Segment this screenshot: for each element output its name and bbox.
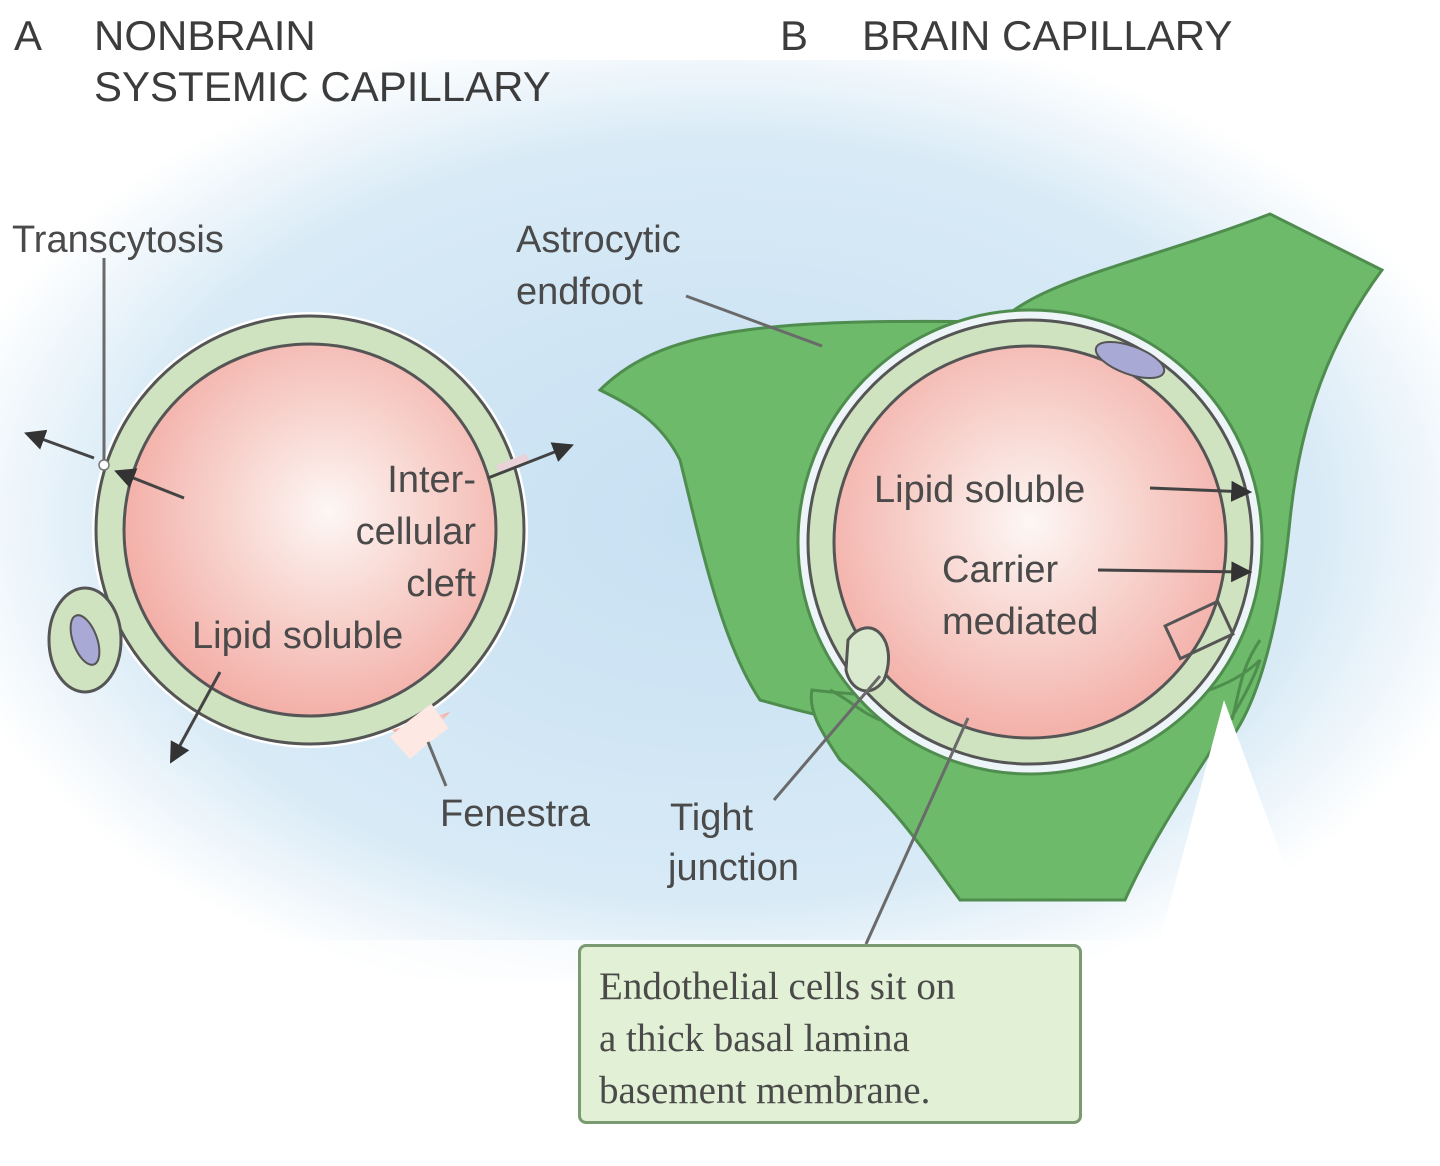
panel-b-letter: B	[780, 12, 808, 59]
tight-junction-label-1: Tight	[670, 797, 754, 839]
intercellular-cleft-label-1: Inter-	[387, 459, 476, 501]
tight-junction-fold	[844, 626, 890, 693]
panel-b-title: BRAIN CAPILLARY	[862, 12, 1232, 59]
astrocytic-endfoot-label-2: endfoot	[516, 271, 643, 313]
carrier-mediated-label-2: mediated	[942, 601, 1098, 643]
carrier-mediated-arrow	[1097, 561, 1253, 583]
zoom-box	[1163, 599, 1235, 661]
lipid-soluble-label-a: Lipid soluble	[192, 615, 403, 657]
lipid-soluble-arrow-b	[1149, 480, 1253, 502]
lipid-soluble-arrow-a	[169, 671, 222, 764]
astrocytic-endfoot-leader	[685, 294, 823, 348]
fenestra-opening	[389, 703, 449, 760]
transcytosis-arrow-out	[24, 429, 95, 460]
panel-a-title-line2: SYSTEMIC CAPILLARY	[94, 63, 551, 110]
note-line-3: basement membrane.	[599, 1069, 931, 1112]
note-line-1: Endothelial cells sit on	[599, 965, 956, 1008]
basal-lamina-leader	[864, 717, 970, 945]
astrocytic-endfoot-label-1: Astrocytic	[516, 219, 681, 261]
carrier-mediated-label-1: Carrier	[942, 549, 1058, 591]
basal-lamina-note: Endothelial cells sit on a thick basal l…	[578, 944, 1082, 1124]
transcytosis-arrow-in	[114, 468, 185, 500]
capillary-b-lumen	[832, 344, 1228, 740]
fenestra-leader	[426, 741, 448, 787]
endfoot-boundary-right	[1230, 639, 1262, 721]
tight-junction-leader	[772, 675, 882, 801]
lipid-soluble-label-b: Lipid soluble	[874, 469, 1085, 511]
fenestra-label: Fenestra	[440, 793, 591, 835]
note-line-2: a thick basal lamina	[599, 1017, 910, 1060]
intercellular-cleft-gap	[496, 453, 530, 475]
capillary-a-nucleus	[69, 614, 101, 666]
tight-junction-label-2: junction	[667, 847, 799, 889]
intercellular-cleft-label-3: cleft	[406, 563, 476, 605]
capillary-a-lumen	[122, 342, 498, 718]
panel-a-letter: A	[14, 12, 42, 59]
panel-a-title-line1: NONBRAIN	[94, 12, 316, 59]
intercellular-cleft-label-2: cellular	[356, 511, 477, 553]
transcytosis-vesicle	[98, 459, 110, 471]
transcytosis-label: Transcytosis	[12, 219, 224, 261]
capillary-b-nucleus	[1094, 340, 1166, 380]
cleft-arrow	[487, 442, 574, 480]
zoom-cone	[1160, 700, 1312, 940]
